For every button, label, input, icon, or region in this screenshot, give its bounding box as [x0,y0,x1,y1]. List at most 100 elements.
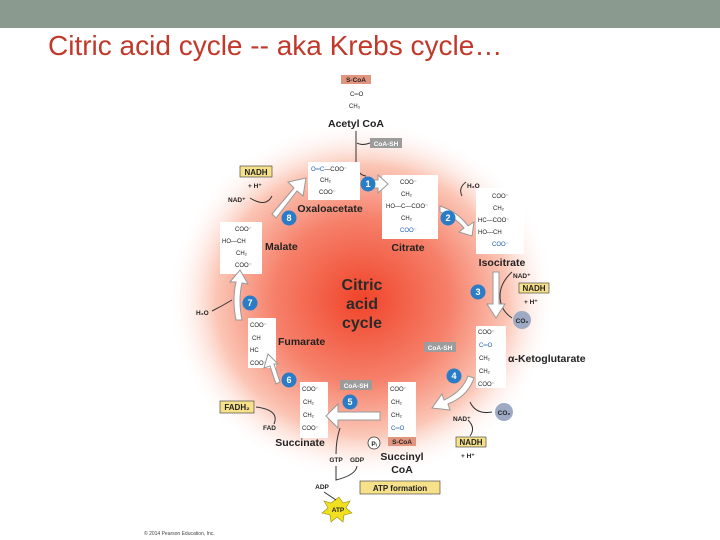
svg-text:2: 2 [445,213,450,223]
svg-text:C═O: C═O [479,343,493,349]
co2-3-label: CO₂ [516,318,529,325]
svg-text:HO—CH: HO—CH [222,239,246,245]
step-6-badge: 6 [281,372,297,388]
slide-title: Citric acid cycle -- aka Krebs cycle… [48,30,503,61]
svg-text:CH₂: CH₂ [479,356,491,362]
oxaloacetate-label: Oxaloacetate [297,203,363,215]
copyright-text: © 2014 Pearson Education, Inc. [144,530,215,537]
malate-label: Malate [265,241,298,253]
pi-label: Pᵢ [371,441,376,448]
succinyl-coa-label-2: CoA [391,464,413,476]
acetyl-coa-label: Acetyl CoA [328,118,384,130]
step-7-badge: 7 [242,295,258,311]
atp-label: ATP [332,507,345,514]
coa-sh-5-tag [340,380,372,390]
fad-label: FAD [263,425,276,432]
succinyl-coa-structure [388,382,416,444]
step-2-badge: 2 [440,210,456,226]
malate-structure [220,222,262,274]
coa-sh-top-label: CoA-SH [374,141,399,148]
h-plus-3-label: + H⁺ [524,299,538,306]
fadh2-box [219,400,255,414]
atp-starburst [321,496,353,523]
svg-text:CH₂: CH₂ [401,192,413,198]
nadh-top-label: NADH [244,168,267,177]
svg-text:CH₂: CH₂ [303,413,315,419]
svg-text:COO⁻: COO⁻ [478,382,495,388]
svg-text:COO⁻: COO⁻ [319,190,336,196]
svg-text:COO⁻: COO⁻ [250,361,267,367]
h-plus-top-label: + H⁺ [248,183,262,190]
s-coa-5-label: S-CoA [392,439,412,446]
h2o-top-label: H₂O [467,183,480,190]
co2-4-bubble [495,403,513,421]
succinate-structure [300,382,328,438]
svg-text:COO⁻: COO⁻ [400,180,417,186]
svg-text:COO⁻: COO⁻ [478,330,495,336]
atp-formation-box [359,480,441,495]
nadh-3-box [518,282,550,294]
svg-text:COO⁻: COO⁻ [492,242,509,248]
nadh-top-box [239,165,273,178]
svg-text:CH₂: CH₂ [493,206,505,212]
oxaloacetate-structure [308,162,360,200]
citrate-label: Citrate [391,242,424,254]
center-label-2: acid [346,296,378,313]
nad-4-label: NAD⁺ [453,416,471,423]
svg-text:CH₂: CH₂ [320,178,332,184]
fadh2-label: FADH₂ [224,403,250,412]
svg-text:CH₂: CH₂ [479,369,491,375]
svg-text:COO⁻: COO⁻ [250,323,267,329]
coa-sh-top-tag [370,138,402,148]
step-4-badge: 4 [446,368,462,384]
svg-text:1: 1 [365,179,370,189]
ketoglutarate-structure [476,326,506,388]
svg-text:3: 3 [475,287,480,297]
nadh-4-label: NADH [459,438,482,447]
arrow-4 [431,375,475,411]
svg-text:7: 7 [247,298,252,308]
isocitrate-label: Isocitrate [479,257,526,269]
ketoglutarate-label: α-Ketoglutarate [508,353,586,365]
arrow-5 [325,402,381,430]
svg-text:COO⁻: COO⁻ [235,227,252,233]
nad-top-label: NAD⁺ [228,197,246,204]
step-8-badge: 8 [281,210,297,226]
center-label-3: cycle [342,315,382,332]
svg-text:8: 8 [286,213,291,223]
svg-text:5: 5 [347,397,352,407]
svg-text:HO—CH: HO—CH [478,230,502,236]
top-bar [0,0,720,28]
acetyl-formula-2: CH₃ [349,104,361,110]
adp-label: ADP [315,484,329,491]
svg-text:CH₂: CH₂ [391,413,403,419]
pi-circle [367,436,381,450]
svg-text:HC—COO⁻: HC—COO⁻ [478,218,510,224]
arrow-8 [271,177,307,219]
svg-text:CH₂: CH₂ [236,251,248,257]
arrow-6 [263,353,281,385]
svg-text:C═O: C═O [391,426,405,432]
svg-text:CH₂: CH₂ [391,400,403,406]
citrate-structure [382,175,438,239]
step-1-badge: 1 [360,176,376,192]
co2-3-bubble [513,311,531,329]
svg-text:6: 6 [286,375,291,385]
nadh-4-box [455,436,487,448]
svg-text:4: 4 [451,371,456,381]
s-coa-top-label: S-CoA [346,77,366,84]
svg-text:O═C—COO⁻: O═C—COO⁻ [311,167,347,173]
step-3-badge: 3 [470,284,486,300]
coa-sh-4-tag [424,342,456,352]
svg-text:CH₂: CH₂ [303,400,315,406]
s-coa-tag [341,75,371,84]
arrow-7 [228,269,249,321]
svg-text:CH: CH [252,336,261,342]
fumarate-label: Fumarate [278,336,325,348]
coa-sh-5-label: CoA-SH [344,383,369,390]
svg-text:COO⁻: COO⁻ [492,194,509,200]
svg-text:COO⁻: COO⁻ [302,387,319,393]
svg-text:COO⁻: COO⁻ [235,263,252,269]
center-label-1: Citric [342,277,383,294]
